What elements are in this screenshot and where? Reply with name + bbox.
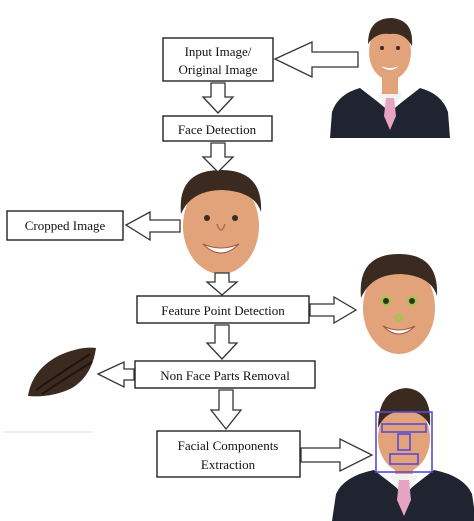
landmark-nose xyxy=(395,314,403,322)
landmark-left-eye xyxy=(381,296,391,306)
box-face-detection-label: Face Detection xyxy=(178,122,257,137)
box-feature-point-label: Feature Point Detection xyxy=(161,303,285,318)
arrow-feature-point-to-landmarks xyxy=(309,295,358,325)
box-input-line2: Original Image xyxy=(178,62,257,77)
box-face-detection: Face Detection xyxy=(162,115,273,142)
cropped-face-image xyxy=(180,170,262,274)
landmarks-face-image xyxy=(360,254,438,354)
box-input-line1: Input Image/ xyxy=(185,44,252,59)
box-cropped-label: Cropped Image xyxy=(25,218,106,233)
landmark-right-eye xyxy=(407,296,417,306)
arrow-face-detection-to-crop xyxy=(201,142,235,173)
hair-patch-image xyxy=(28,347,96,397)
component-eyes-box xyxy=(381,423,427,433)
arrow-non-face-to-hair xyxy=(96,360,135,389)
arrow-input-to-face-detection xyxy=(201,82,235,114)
box-input-image: Input Image/ Original Image xyxy=(162,37,274,82)
original-portrait-image xyxy=(330,18,450,138)
arrow-feature-point-to-non-face xyxy=(205,324,239,360)
components-photo-image xyxy=(332,388,474,521)
arrow-components-to-photo xyxy=(300,437,374,473)
arrow-original-to-input xyxy=(273,40,359,79)
box-facial-components-line1: Facial Components xyxy=(178,438,279,453)
arrow-non-face-to-components xyxy=(209,389,243,431)
component-boxes xyxy=(375,411,433,473)
component-face-box xyxy=(375,411,433,473)
arrow-crop-to-feature-point xyxy=(205,272,239,296)
box-facial-components: Facial Components Extraction xyxy=(156,430,301,478)
box-facial-components-line2: Extraction xyxy=(201,457,256,472)
box-non-face: Non Face Parts Removal xyxy=(134,360,316,389)
component-nose-box xyxy=(397,433,411,451)
box-cropped-image: Cropped Image xyxy=(6,210,124,241)
arrow-face-to-cropped-box xyxy=(124,210,181,242)
box-non-face-label: Non Face Parts Removal xyxy=(160,368,290,383)
box-feature-point: Feature Point Detection xyxy=(136,295,310,324)
component-mouth-box xyxy=(389,453,419,465)
